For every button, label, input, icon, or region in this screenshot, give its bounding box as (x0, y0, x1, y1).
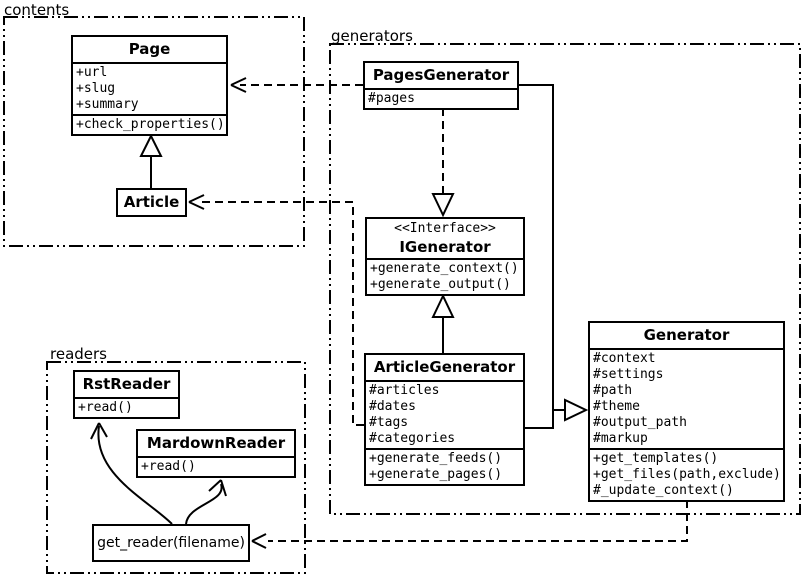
class-page-methods: +check_properties() (73, 114, 226, 134)
generalization-to-generator-trunk (519, 84, 554, 429)
readers-package-border (46, 361, 306, 574)
class-generator: Generator #context #settings #path #them… (588, 321, 785, 502)
method: +generate_context() (370, 261, 519, 276)
function-box-get-reader: get_reader(filename) (92, 524, 250, 562)
method: +check_properties() (76, 117, 225, 132)
class-generator-name: Generator (643, 326, 730, 344)
class-igenerator-stereotype: <<Interface>> (394, 221, 496, 236)
attribute: #tags (369, 415, 409, 430)
attribute: #articles (369, 383, 440, 398)
class-page: Page +url +slug +summary +check_properti… (71, 35, 228, 136)
class-article-name: Article (123, 193, 180, 211)
dependency-articlegenerator-to-article-arrowhead (188, 194, 205, 210)
dependency-generator-to-getreader-arrowhead (251, 533, 267, 549)
get-reader-label: get_reader(filename) (97, 535, 245, 551)
generators-package-label: generators (331, 27, 413, 45)
class-pagesgenerator-name: PagesGenerator (372, 66, 510, 84)
dependency-pagesgenerator-to-page-arrowhead (230, 77, 247, 93)
class-rstreader-name: RstReader (82, 375, 171, 393)
attribute: #context (593, 351, 656, 366)
class-article: Article (116, 188, 187, 217)
class-page-name: Page (128, 40, 171, 58)
class-articlegenerator-name: ArticleGenerator (373, 358, 516, 376)
method: +get_templates() (593, 451, 719, 466)
class-articlegenerator: ArticleGenerator #articles #dates #tags … (364, 353, 525, 486)
arrow-getreader-to-mardownreader-curve (185, 483, 223, 525)
attribute: #dates (369, 399, 416, 414)
method: +generate_output() (370, 277, 511, 292)
attribute: #categories (369, 431, 456, 446)
generalization-article-to-page-triangle (139, 133, 163, 157)
attribute: #settings (593, 367, 664, 382)
class-articlegenerator-attributes: #articles #dates #tags #categories (366, 380, 523, 448)
arrow-getreader-to-mardownreader-arrowhead (208, 479, 227, 497)
generalization-to-generator-triangle (564, 398, 589, 422)
class-mardownreader: MardownReader +read() (136, 429, 296, 478)
attribute: #markup (593, 431, 648, 446)
class-page-attributes: +url +slug +summary (73, 62, 226, 114)
class-mardownreader-methods: +read() (138, 456, 294, 476)
attribute: #pages (368, 91, 415, 106)
method: +generate_pages() (369, 467, 503, 482)
class-generator-methods: +get_templates() +get_files(path,exclude… (590, 448, 783, 500)
arrow-getreader-to-rstreader-curve (97, 425, 173, 525)
attribute: +url (76, 65, 108, 80)
class-rstreader-methods: +read() (75, 397, 178, 417)
generators-package-border (329, 43, 801, 515)
method: +read() (141, 459, 196, 474)
attribute: +slug (76, 81, 116, 96)
attribute: #theme (593, 399, 640, 414)
contents-package-border (3, 16, 305, 247)
class-pagesgenerator-attributes: #pages (365, 88, 517, 108)
class-igenerator-methods: +generate_context() +generate_output() (367, 258, 523, 294)
generalization-articlegenerator-to-igenerator-triangle (431, 293, 455, 318)
class-igenerator-name: IGenerator (399, 238, 491, 256)
arrow-getreader-to-rstreader-arrowhead (90, 422, 108, 440)
dependency-generator-to-getreader-line (268, 500, 688, 542)
class-rstreader: RstReader +read() (73, 370, 180, 419)
dependency-articlegenerator-to-article-line (198, 201, 364, 426)
method: #_update_context() (593, 483, 734, 498)
attribute: #output_path (593, 415, 687, 430)
realization-pagesgenerator-to-igenerator-triangle (431, 193, 455, 218)
class-articlegenerator-methods: +generate_feeds() +generate_pages() (366, 448, 523, 484)
method: +generate_feeds() (369, 451, 503, 466)
class-mardownreader-name: MardownReader (146, 434, 286, 452)
class-igenerator: <<Interface>> IGenerator +generate_conte… (365, 217, 525, 296)
class-generator-attributes: #context #settings #path #theme #output_… (590, 348, 783, 448)
class-pagesgenerator: PagesGenerator #pages (363, 61, 519, 110)
method: +read() (78, 400, 133, 415)
method: +get_files(path,exclude) (593, 467, 781, 482)
readers-package-label: readers (50, 345, 107, 363)
contents-package-label: contents (4, 1, 70, 19)
attribute: +summary (76, 97, 139, 112)
attribute: #path (593, 383, 633, 398)
